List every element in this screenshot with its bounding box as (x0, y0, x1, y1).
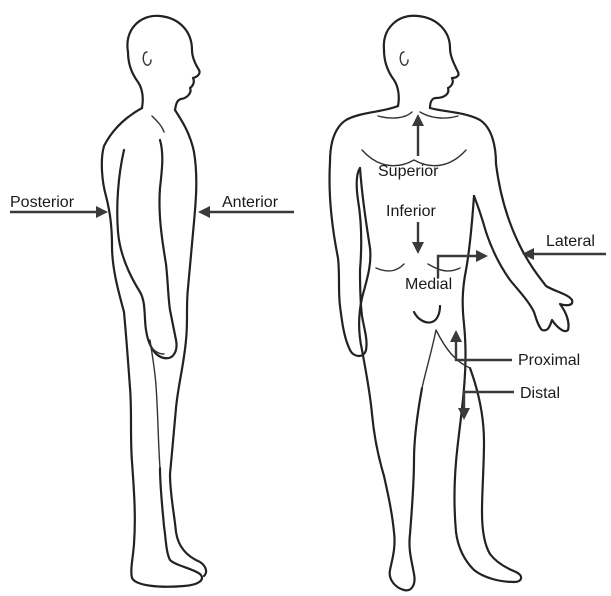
proximal-arrow (450, 330, 512, 360)
distal-arrow (458, 392, 514, 420)
superior-label: Superior (378, 164, 438, 180)
inferior-label: Inferior (386, 204, 436, 220)
superior-arrow (412, 114, 424, 156)
lateral-label: Lateral (546, 234, 595, 250)
anterior-label: Anterior (222, 195, 278, 211)
proximal-label: Proximal (518, 353, 580, 369)
posterior-label: Posterior (10, 195, 74, 211)
medial-arrow (438, 250, 488, 278)
side-view-figure (102, 16, 206, 587)
medial-label: Medial (405, 277, 452, 293)
inferior-arrow (412, 222, 424, 254)
front-view-figure (329, 16, 572, 590)
distal-label: Distal (520, 386, 560, 402)
